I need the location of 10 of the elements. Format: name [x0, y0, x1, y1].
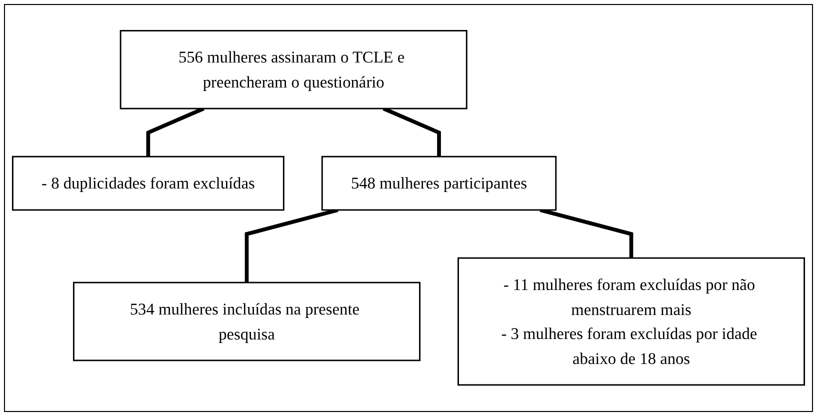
connector: [244, 208, 338, 283]
connector: [146, 106, 204, 157]
connector: [540, 208, 634, 258]
connector: [382, 106, 441, 157]
node-box: [120, 30, 468, 110]
node-box: [458, 258, 806, 386]
node-box: [72, 282, 420, 362]
diagram-frame: 556 mulheres assinaram o TCLE e preencheram o questionário - 8 duplicidades foram excluídas 548 mulheres participantes - 11 mulheres foram excluídas por não menstruarem mais - 3 mulheres foram excluídas por idade abaixo de 18 anos 534 mulheres incluídas na presente pesquisa: [4, 4, 813, 412]
node-box: [321, 156, 557, 211]
node-box: [12, 156, 284, 211]
